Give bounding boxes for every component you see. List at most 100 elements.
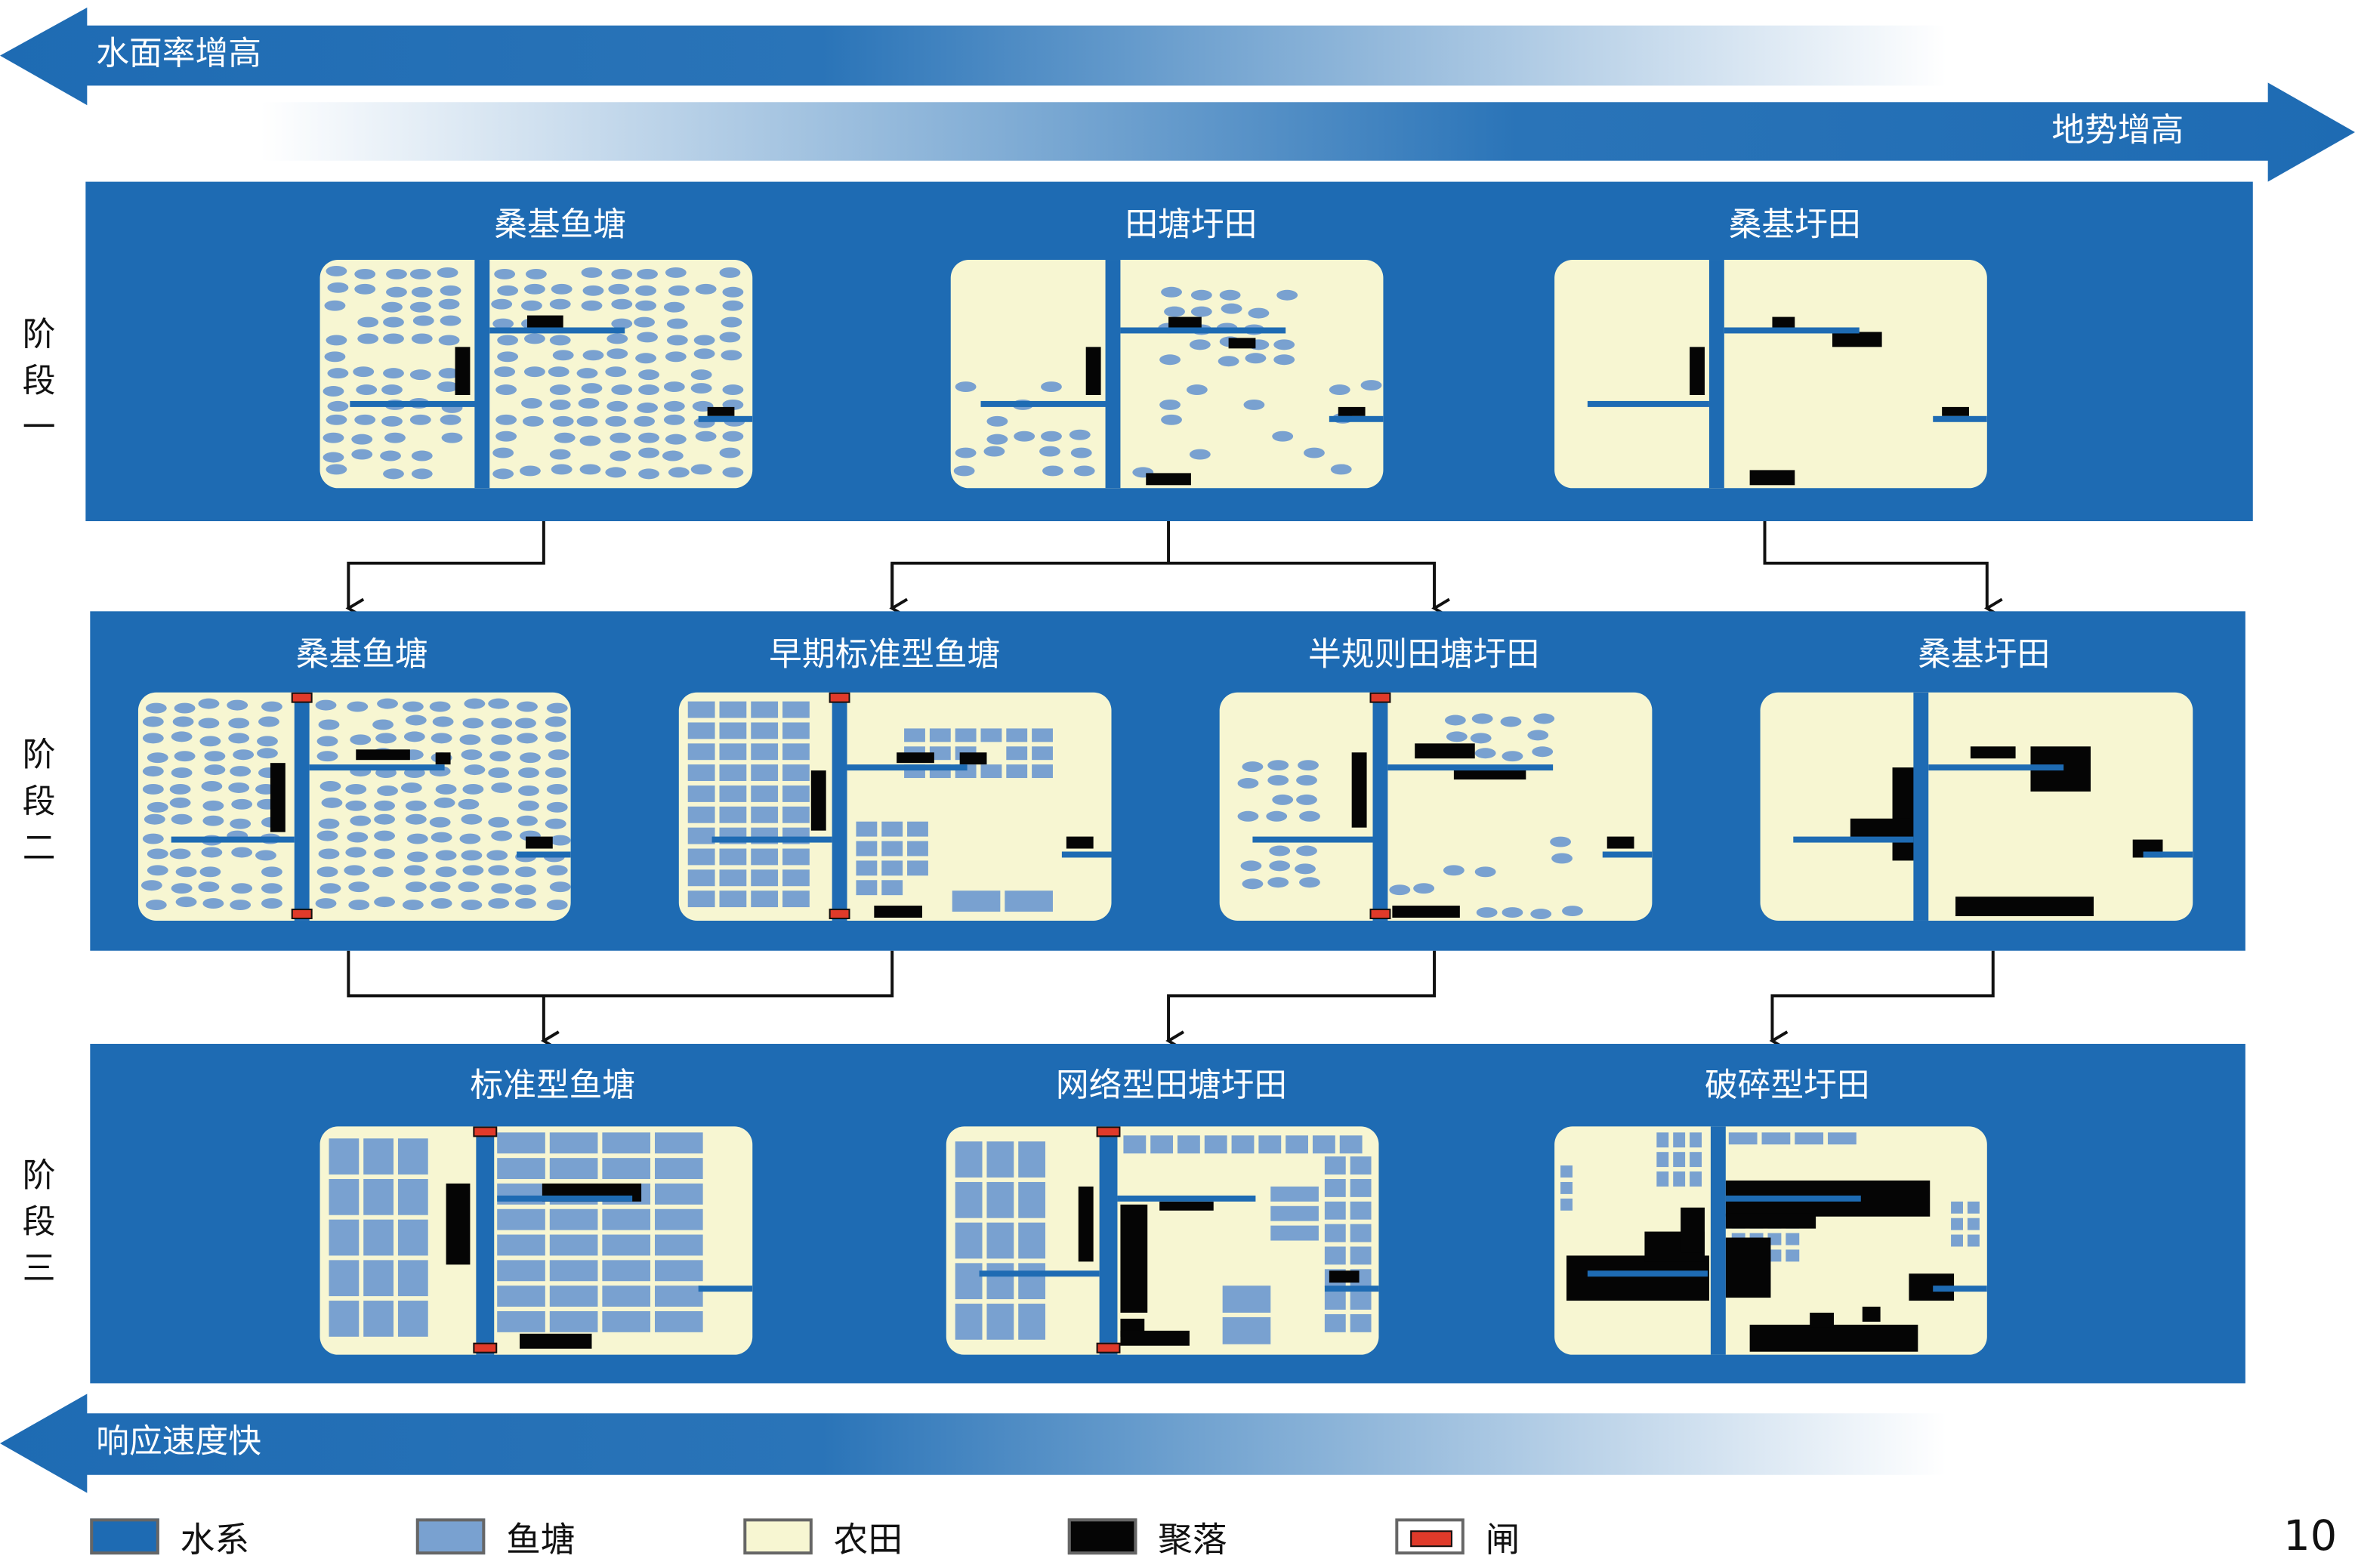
connector bbox=[1763, 521, 2003, 619]
fishpond bbox=[576, 367, 598, 378]
fishpond bbox=[721, 349, 742, 360]
fishpond bbox=[549, 1260, 598, 1282]
fishpond bbox=[228, 717, 250, 728]
fishpond bbox=[955, 381, 977, 392]
fishpond bbox=[525, 268, 547, 279]
fishpond bbox=[1531, 909, 1553, 919]
fishpond bbox=[602, 1286, 651, 1307]
fishpond bbox=[432, 716, 454, 727]
fishpond bbox=[856, 860, 878, 876]
fishpond bbox=[955, 1263, 983, 1300]
fishpond bbox=[553, 350, 575, 361]
fishpond bbox=[141, 880, 162, 891]
fishpond bbox=[1532, 747, 1554, 758]
fishpond bbox=[496, 415, 517, 426]
fishpond bbox=[1267, 760, 1289, 771]
fishpond bbox=[1475, 748, 1496, 759]
fishpond bbox=[488, 866, 510, 877]
fishpond bbox=[232, 749, 254, 761]
fishpond bbox=[1967, 1234, 1980, 1247]
fishpond bbox=[497, 1260, 545, 1282]
fishpond bbox=[610, 319, 632, 330]
fishpond bbox=[523, 282, 545, 294]
settlement bbox=[435, 752, 451, 765]
fishpond bbox=[462, 718, 483, 729]
fishpond bbox=[146, 900, 168, 911]
fishpond bbox=[319, 781, 341, 792]
branch-canal bbox=[489, 327, 625, 334]
fishpond bbox=[515, 718, 537, 730]
fishpond bbox=[329, 1260, 360, 1297]
fishpond bbox=[782, 743, 810, 761]
fishpond bbox=[496, 335, 518, 346]
fishpond bbox=[545, 731, 566, 742]
fishpond bbox=[1500, 717, 1522, 728]
fishpond bbox=[1501, 906, 1523, 918]
fishpond bbox=[203, 801, 225, 812]
fishpond bbox=[782, 890, 810, 908]
terrain-arrow bbox=[150, 82, 2355, 182]
fishpond bbox=[1828, 1132, 1857, 1145]
fishpond bbox=[320, 883, 342, 894]
fishpond bbox=[1690, 1152, 1702, 1168]
fishpond bbox=[170, 847, 192, 859]
settlement bbox=[520, 1333, 592, 1349]
fishpond bbox=[690, 465, 712, 476]
fishpond bbox=[610, 450, 631, 461]
fishpond bbox=[523, 333, 545, 344]
fishpond bbox=[459, 833, 481, 844]
sluice-gate bbox=[1369, 909, 1391, 919]
fishpond bbox=[411, 286, 433, 298]
fishpond bbox=[406, 814, 427, 826]
fishpond bbox=[382, 368, 404, 379]
fishpond bbox=[320, 798, 342, 809]
legend-swatch bbox=[90, 1518, 159, 1555]
fishpond bbox=[405, 715, 427, 727]
fishpond bbox=[1350, 1178, 1372, 1197]
fishpond bbox=[435, 783, 457, 795]
fishpond bbox=[548, 399, 570, 410]
fishpond bbox=[406, 801, 427, 812]
fishpond bbox=[327, 400, 348, 412]
fishpond bbox=[687, 764, 715, 782]
map-title: 桑基圩田 bbox=[1918, 637, 2051, 674]
fishpond bbox=[492, 468, 514, 480]
fishpond bbox=[1237, 810, 1259, 821]
fishpond bbox=[347, 881, 369, 893]
fishpond bbox=[1350, 1156, 1372, 1175]
fishpond bbox=[316, 750, 338, 761]
settlement bbox=[1772, 316, 1795, 328]
fishpond bbox=[381, 415, 403, 427]
fishpond bbox=[488, 817, 510, 829]
main-canal bbox=[1913, 692, 1929, 921]
fishpond bbox=[719, 890, 747, 908]
fishpond bbox=[346, 783, 368, 795]
fishpond bbox=[552, 415, 574, 426]
map-mulberry-polder-2 bbox=[1760, 692, 2193, 921]
map-mulberry-polder-1 bbox=[1554, 260, 1987, 489]
fishpond bbox=[1361, 380, 1383, 391]
branch-canal bbox=[171, 836, 295, 843]
map-network-polder bbox=[946, 1126, 1379, 1355]
fishpond bbox=[602, 1208, 651, 1230]
map-title: 网络型田塘圩田 bbox=[1055, 1067, 1288, 1106]
fishpond bbox=[431, 832, 452, 843]
fishpond bbox=[719, 869, 747, 887]
fishpond bbox=[198, 718, 220, 730]
fishpond bbox=[654, 1158, 703, 1179]
settlement bbox=[959, 752, 987, 765]
branch-canal bbox=[847, 764, 968, 771]
fishpond bbox=[580, 383, 602, 394]
fishpond bbox=[1014, 431, 1035, 443]
fishpond bbox=[383, 468, 404, 479]
settlement bbox=[1892, 767, 1917, 861]
fishpond bbox=[316, 735, 338, 746]
fishpond bbox=[1527, 730, 1549, 741]
fishpond bbox=[856, 841, 878, 857]
fishpond bbox=[666, 318, 688, 329]
fishpond bbox=[458, 798, 480, 810]
fishpond bbox=[1258, 1135, 1282, 1154]
fishpond bbox=[257, 736, 279, 747]
fishpond bbox=[373, 830, 395, 841]
legend-swatch bbox=[1067, 1518, 1137, 1555]
